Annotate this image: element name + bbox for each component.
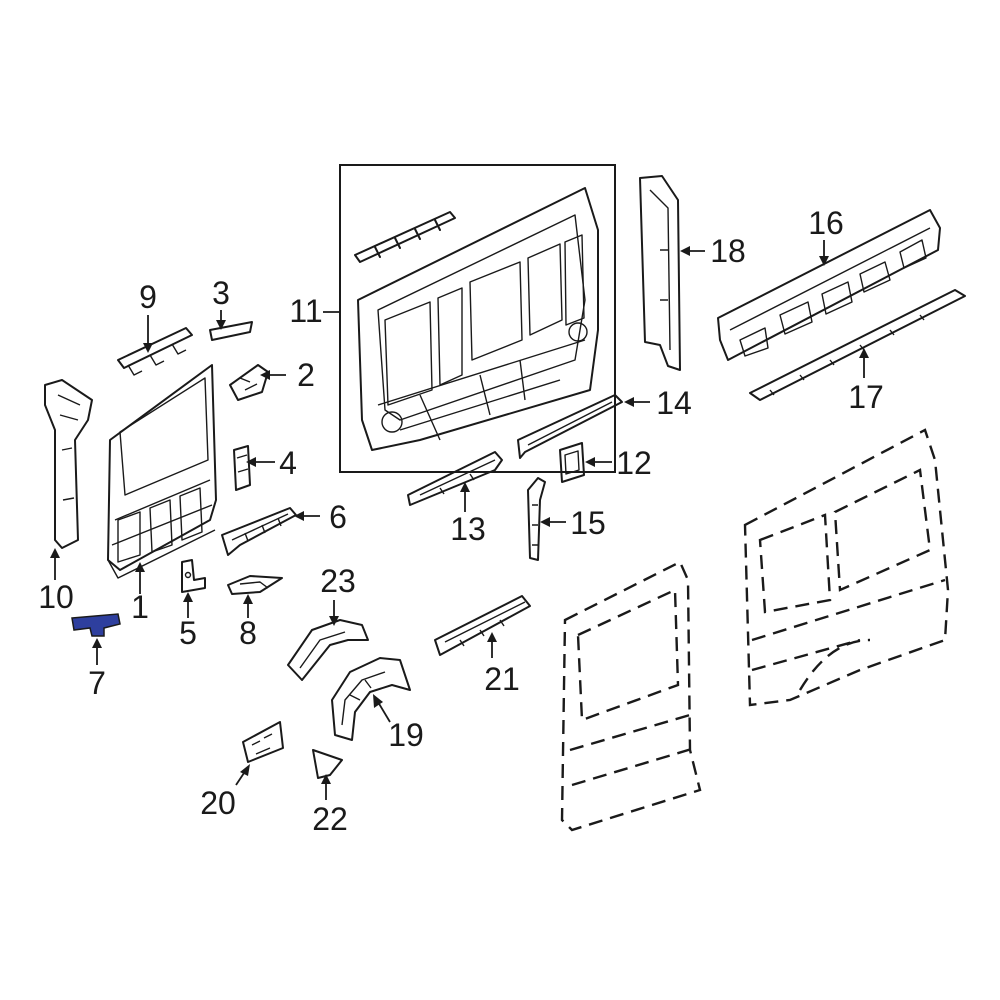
part-17-rail[interactable] xyxy=(749,289,966,401)
part-6-rail[interactable] xyxy=(221,507,297,556)
callout-15: 15 xyxy=(570,505,606,541)
part-21-rail[interactable] xyxy=(434,595,531,656)
part-8-plate[interactable] xyxy=(227,575,283,595)
callout-18: 18 xyxy=(710,233,746,269)
callout-7: 7 xyxy=(88,665,106,701)
inset-frame xyxy=(339,164,616,473)
callout-9: 9 xyxy=(139,279,157,315)
part-16-roof-rail[interactable] xyxy=(717,209,941,361)
part-12-bracket[interactable] xyxy=(559,442,585,483)
callout-14: 14 xyxy=(656,385,692,421)
part-7-bracket-highlighted[interactable] xyxy=(71,613,121,637)
part-1-side-panel[interactable] xyxy=(107,364,217,579)
leader-lines xyxy=(50,240,869,800)
part-15-pillar[interactable] xyxy=(527,477,546,561)
callout-6: 6 xyxy=(329,499,347,535)
callout-23: 23 xyxy=(320,563,356,599)
part-13-rail[interactable] xyxy=(407,451,503,506)
part-14-rail[interactable] xyxy=(517,394,623,459)
callout-1: 1 xyxy=(131,589,149,625)
part-9-bracket[interactable] xyxy=(117,327,193,376)
callout-5: 5 xyxy=(179,615,197,651)
callout-16: 16 xyxy=(808,205,844,241)
part-5-bracket[interactable] xyxy=(181,559,206,593)
callout-17: 17 xyxy=(848,379,884,415)
callout-20: 20 xyxy=(200,785,236,821)
part-4-reinforcement[interactable] xyxy=(233,445,251,491)
callout-3: 3 xyxy=(212,275,230,311)
callout-13: 13 xyxy=(450,511,486,547)
callout-22: 22 xyxy=(312,801,348,837)
callout-10: 10 xyxy=(38,579,74,615)
part-18-pillar[interactable] xyxy=(639,175,681,371)
callout-19: 19 xyxy=(388,717,424,753)
callout-11: 11 xyxy=(289,293,322,329)
callout-labels: 1 2 3 4 5 6 7 8 9 10 11 12 13 14 15 16 1… xyxy=(38,205,884,837)
callout-4: 4 xyxy=(279,445,297,481)
part-19-wheelhouse[interactable] xyxy=(331,657,411,741)
callout-8: 8 xyxy=(239,615,257,651)
part-2-bracket[interactable] xyxy=(229,364,269,401)
part-20-bracket[interactable] xyxy=(242,721,284,763)
part-11-inset[interactable] xyxy=(339,164,616,473)
callout-2: 2 xyxy=(297,357,315,393)
part-22-plate[interactable] xyxy=(312,749,343,779)
part-3-plate[interactable] xyxy=(209,321,253,341)
callout-21: 21 xyxy=(484,661,520,697)
callout-12: 12 xyxy=(616,445,652,481)
outer-side-panel-dashed xyxy=(560,560,702,832)
part-10-pillar[interactable] xyxy=(44,379,93,549)
part-23-arch[interactable] xyxy=(287,619,369,681)
van-body-dashed xyxy=(743,428,950,707)
